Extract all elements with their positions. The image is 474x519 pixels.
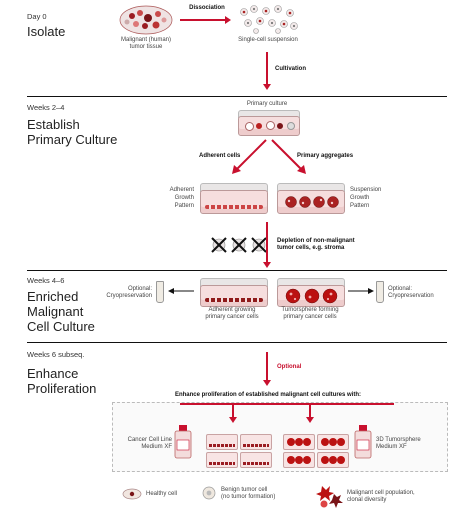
stage-day0-label: Day 0 <box>27 12 47 21</box>
stage-divider-2 <box>27 270 447 271</box>
crossed-out-cells-icon <box>211 237 267 253</box>
stage-enhance-title-line1: Enhance <box>27 366 79 381</box>
healthy-cell-icon <box>122 488 142 500</box>
enhance-text: Enhance proliferation of established mal… <box>174 392 362 398</box>
adherent-pattern-line2: Growth <box>174 195 194 201</box>
stage-enriched-title-line3: Cell Culture <box>27 319 95 334</box>
adherent-enriched-caption-line1: Adherent growing <box>208 307 256 313</box>
stage-divider-1 <box>27 96 447 97</box>
dissociation-label: Dissociation <box>189 5 225 11</box>
enhance-box <box>112 402 448 472</box>
medium-bottle-left-icon <box>174 425 192 459</box>
tumorsphere-caption-line1: Tumorsphere forming <box>281 307 339 313</box>
mini-dish-adherent-2 <box>240 434 272 450</box>
split-arrows <box>232 139 306 174</box>
stage-weeks4-6-label: Weeks 4–6 <box>27 276 65 285</box>
enhance-arrow-left-head <box>229 417 237 423</box>
optional-left-line2: Cryopreservation <box>106 293 152 299</box>
enhance-bar <box>180 403 394 405</box>
primary-culture-dish <box>238 116 300 136</box>
legend-benign-line2: (no tumor formation) <box>221 494 276 500</box>
stage-enhance-title-line2: Proliferation <box>27 381 97 396</box>
legend-benign-line1: Benign tumor cell <box>221 487 268 493</box>
primary-aggregates-label: Primary aggregates <box>297 153 354 159</box>
depletion-label-line1: Depletion of non-malignant <box>277 238 355 244</box>
medium-left-line2: Medium XF <box>141 444 172 450</box>
optional-arrow <box>266 352 268 380</box>
dissociation-arrow-head <box>225 16 231 24</box>
optional-right-line2: Cryopreservation <box>388 293 434 299</box>
optional-left-line1: Optional: <box>127 286 152 292</box>
mini-dish-sphere-3 <box>283 452 315 468</box>
cryovial-left-icon <box>156 281 164 303</box>
enhance-arrow-left <box>232 403 234 417</box>
depletion-arrow-head <box>263 262 271 268</box>
stage-divider-3 <box>27 342 447 343</box>
stage-isolate-title: Isolate <box>27 24 66 39</box>
legend-malignant-line1: Malignant cell population, <box>347 490 415 496</box>
cultivation-label: Cultivation <box>275 66 306 72</box>
stage-weeks6-label: Weeks 6 subseq. <box>27 350 85 359</box>
depletion-arrow <box>266 222 268 262</box>
suspension-dish <box>277 190 345 214</box>
enhance-arrow-right <box>309 403 311 417</box>
optional-arrow-head <box>263 380 271 386</box>
tissue-caption-line2: tumor tissue <box>129 44 163 50</box>
adherent-pattern-line1: Adherent <box>169 187 194 193</box>
adherent-pattern-line3: Pattern <box>174 203 194 209</box>
to-cryo-left-arrow <box>168 288 194 294</box>
mini-dish-sphere-2 <box>317 434 349 450</box>
stage-weeks2-4-label: Weeks 2–4 <box>27 103 65 112</box>
depletion-label-line2: tumor cells, e.g. stroma <box>277 245 345 251</box>
mini-dish-adherent-1 <box>206 434 238 450</box>
adherent-enriched-dish <box>200 285 268 307</box>
suspension-pattern-line1: Suspension <box>350 187 382 193</box>
dissociation-arrow <box>180 19 226 21</box>
enhance-arrow-right-head <box>306 417 314 423</box>
suspension-pattern-line3: Pattern <box>350 203 370 209</box>
stage-establish-title-line1: Establish <box>27 117 80 132</box>
cryovial-right-icon <box>376 281 384 303</box>
adherent-enriched-caption-line2: primary cancer cells <box>205 314 259 320</box>
suspension-pattern-line2: Growth <box>350 195 370 201</box>
mini-dish-sphere-4 <box>317 452 349 468</box>
optional-right-line1: Optional: <box>388 286 413 292</box>
mini-dish-sphere-1 <box>283 434 315 450</box>
benign-cell-icon <box>202 486 216 500</box>
tumorsphere-dish <box>277 285 345 307</box>
medium-left-line1: Cancer Cell Line <box>127 437 172 443</box>
to-cryo-right-arrow <box>348 288 374 294</box>
adherent-dish <box>200 190 268 214</box>
medium-bottle-right-icon <box>354 425 372 459</box>
tumorsphere-caption-line2: primary cancer cells <box>283 314 337 320</box>
legend-malignant-line2: clonal diversity <box>347 497 387 503</box>
suspension-caption: Single-cell suspension <box>238 37 298 43</box>
mini-dish-adherent-3 <box>206 452 238 468</box>
cultivation-arrow <box>266 52 268 84</box>
stage-enriched-title-line1: Enriched <box>27 289 79 304</box>
adherent-cells-label: Adherent cells <box>199 153 241 159</box>
medium-right-line1: 3D Tumorsphere <box>376 437 421 443</box>
legend-healthy: Healthy cell <box>146 491 178 497</box>
mini-dish-adherent-4 <box>240 452 272 468</box>
stage-enriched-title-line2: Malignant <box>27 304 84 319</box>
tumor-tissue-icon <box>119 5 173 35</box>
tissue-caption-line1: Malignant (human) <box>120 37 172 43</box>
single-cell-suspension-icon <box>240 5 298 34</box>
medium-right-line2: Medium XF <box>376 444 407 450</box>
stage-establish-title-line2: Primary Culture <box>27 132 118 147</box>
primary-culture-caption: Primary culture <box>246 101 288 107</box>
cultivation-arrow-head <box>263 84 271 90</box>
optional-label: Optional <box>277 364 302 370</box>
malignant-cells-icon <box>316 486 343 508</box>
